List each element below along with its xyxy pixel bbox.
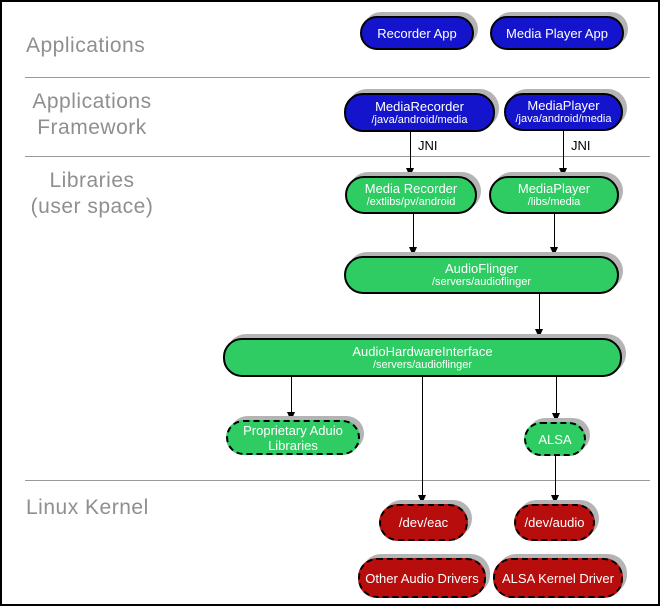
connector-ahi-to-proprietary: [291, 377, 292, 413]
connector-player-to-audioflinger: [554, 214, 555, 249]
node-recorder-app: Recorder App: [360, 16, 474, 50]
node-mediarecorder-framework: MediaRecorder /java/android/media: [344, 93, 495, 132]
arrow-down-icon: [535, 329, 543, 338]
node-alsa: ALSA: [524, 422, 586, 456]
node-dev-audio: /dev/audio: [514, 504, 595, 541]
node-title: MediaRecorder: [375, 98, 464, 114]
section-label-applications-framework: Applications Framework: [32, 90, 152, 139]
connector-alsa-to-dev-audio: [555, 456, 556, 496]
node-title: AudioHardwareInterface: [352, 343, 493, 359]
jni-label-left: JNI: [418, 138, 438, 153]
arrow-down-icon: [406, 168, 414, 177]
jni-label-right: JNI: [571, 138, 591, 153]
arrow-down-icon: [552, 413, 560, 422]
node-path: /servers/audioflinger: [431, 276, 532, 288]
node-path: /libs/media: [527, 196, 581, 208]
node-mediaplayer-framework: MediaPlayer /java/android/media: [504, 93, 623, 131]
connector-recorder-to-audioflinger: [413, 214, 414, 249]
node-dev-eac: /dev/eac: [379, 504, 468, 541]
divider-framework-libraries: [25, 156, 650, 157]
divider-applications-framework: [25, 77, 650, 78]
node-title: /dev/eac: [398, 515, 449, 530]
connector-audioflinger-to-ahi: [539, 294, 540, 330]
node-title: AudioFlinger: [445, 261, 518, 276]
arrow-down-icon: [287, 412, 295, 421]
node-path: /java/android/media: [515, 113, 612, 125]
node-media-recorder-lib: Media Recorder /extlibs/pv/android: [345, 176, 477, 214]
node-title: MediaPlayer: [517, 181, 591, 196]
arrow-down-icon: [551, 495, 559, 504]
connector-jni-right: [563, 131, 564, 170]
node-title: ALSA: [538, 431, 572, 447]
arrow-down-icon: [550, 247, 558, 256]
node-title: Media Recorder: [364, 181, 458, 196]
section-label-applications: Applications: [26, 34, 146, 57]
node-proprietary-audio-libraries: Proprietary Aduio Libraries: [226, 420, 360, 455]
arrow-down-icon: [418, 495, 426, 504]
node-title: Recorder App: [377, 25, 457, 41]
node-path: /java/android/media: [371, 113, 468, 126]
node-title: ALSA Kernel Driver: [502, 570, 614, 586]
connector-ahi-to-dev-eac: [422, 377, 423, 496]
node-media-player-app: Media Player App: [490, 16, 624, 50]
node-title: Media Player App: [506, 25, 608, 41]
connector-ahi-to-alsa: [556, 377, 557, 414]
node-title: Other Audio Drivers: [365, 570, 479, 586]
node-mediaplayer-lib: MediaPlayer /libs/media: [489, 176, 619, 214]
node-alsa-kernel-driver: ALSA Kernel Driver: [493, 558, 623, 598]
connector-jni-left: [410, 132, 411, 170]
node-audio-hardware-interface: AudioHardwareInterface /servers/audiofli…: [223, 338, 622, 377]
node-path: /servers/audioflinger: [372, 358, 473, 371]
node-title: MediaPlayer: [527, 98, 600, 113]
section-label-linux-kernel: Linux Kernel: [26, 496, 149, 519]
node-path: /extlibs/pv/android: [366, 196, 456, 208]
node-audioflinger: AudioFlinger /servers/audioflinger: [344, 256, 619, 294]
node-title: Proprietary Aduio Libraries: [243, 422, 343, 453]
divider-libraries-kernel: [25, 480, 650, 481]
arrow-down-icon: [559, 168, 567, 177]
node-other-audio-drivers: Other Audio Drivers: [358, 558, 486, 598]
section-label-libraries-user-space: Libraries (user space): [30, 169, 154, 218]
arrow-down-icon: [409, 247, 417, 256]
node-title: /dev/audio: [524, 515, 585, 530]
